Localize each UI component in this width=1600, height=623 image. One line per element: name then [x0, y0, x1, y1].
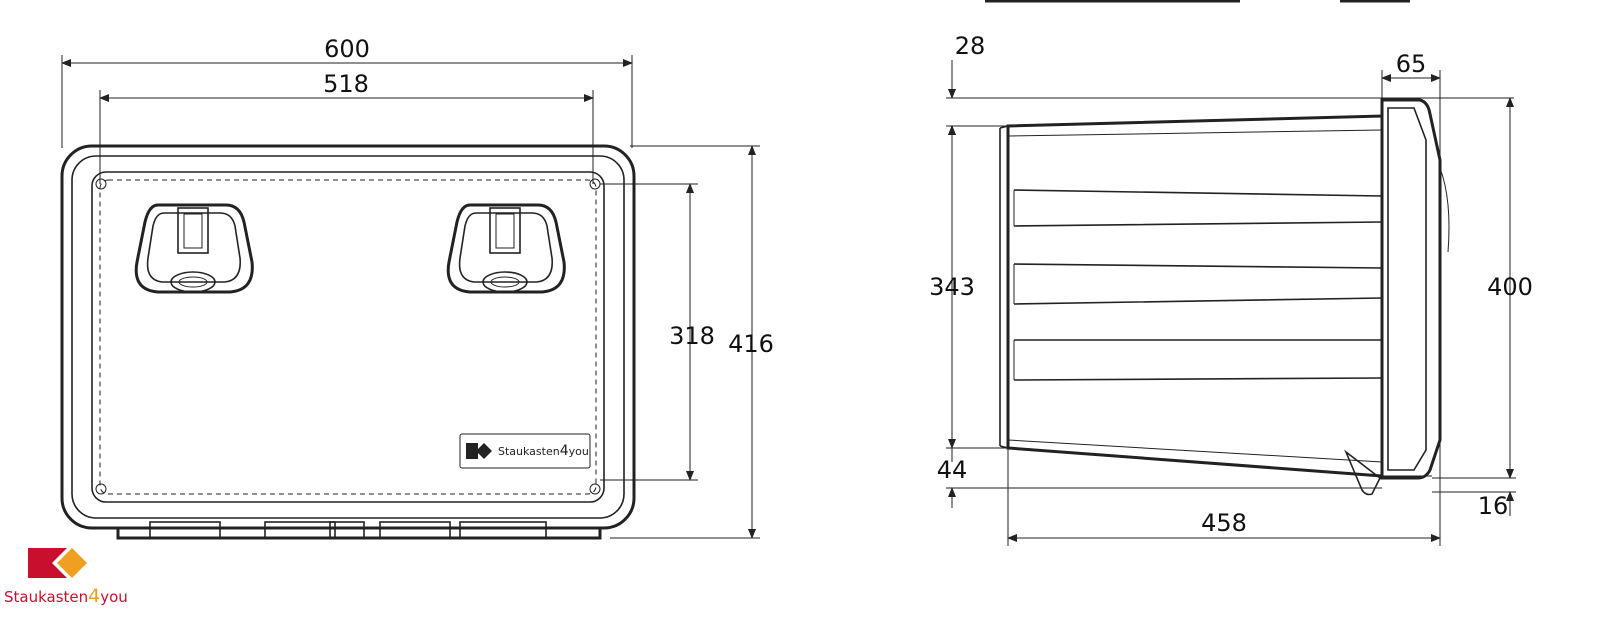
box-lid-side [1380, 98, 1450, 480]
box-outer-frame [60, 144, 636, 530]
door-panel [91, 171, 605, 503]
support-foot [1344, 449, 1382, 496]
door-seam [99, 179, 597, 495]
door-label-brand: Staukasten [498, 445, 560, 458]
dim-label-65: 65 [1396, 50, 1427, 78]
brand-logo: Staukasten4you [4, 543, 128, 607]
dim-line-16 [1432, 491, 1516, 516]
dim-label-400: 400 [1487, 273, 1533, 301]
lock-handle-right [446, 203, 566, 294]
dim-line-416 [610, 145, 760, 539]
svg-text:Staukasten4you: Staukasten4you [498, 443, 589, 459]
keyhole-icon [170, 271, 216, 293]
logo-suffix: you [100, 588, 128, 606]
dim-line-600 [61, 55, 633, 148]
body-ribs [1007, 129, 1383, 463]
door-label-number: 4 [560, 443, 569, 459]
door-corner-screw [95, 178, 107, 190]
svg-text:Staukasten4you: Staukasten4you [4, 585, 128, 607]
logo-brand: Staukasten [4, 588, 88, 606]
box-body-side [1006, 114, 1384, 478]
dim-line-318 [600, 183, 698, 481]
dim-label-458: 458 [1201, 509, 1247, 537]
dim-line-343 [946, 125, 1008, 449]
side-view: 28 343 44 65 400 [929, 0, 1533, 546]
door-label-suffix: you [569, 445, 589, 458]
keyhole-icon [482, 271, 528, 293]
dim-label-416: 416 [728, 330, 774, 358]
brand-mark-icon [466, 443, 478, 459]
dim-label-318: 318 [669, 322, 715, 350]
dim-label-16: 16 [1478, 492, 1509, 520]
dim-line-400 [1432, 97, 1516, 479]
logo-red-shape [28, 548, 68, 578]
dim-label-44: 44 [937, 456, 968, 484]
door-brand-label: Staukasten4you [459, 433, 591, 469]
door-corner-screw [95, 483, 107, 495]
door-corner-screw [589, 483, 601, 495]
front-view: Staukasten4you 600 518 [60, 35, 774, 540]
lock-handle-left [134, 203, 254, 294]
box-inner-frame [71, 155, 625, 519]
logo-number: 4 [88, 585, 100, 607]
dim-line-65 [1381, 70, 1441, 160]
dim-line-518 [99, 90, 594, 184]
dim-label-343: 343 [929, 273, 975, 301]
dim-label-600: 600 [324, 35, 370, 63]
dim-line-44 [946, 448, 1382, 508]
dim-label-28: 28 [955, 32, 986, 60]
dim-line-458 [1007, 440, 1441, 546]
bottom-bracket [116, 521, 602, 540]
dim-label-518: 518 [323, 70, 369, 98]
dim-line-28 [946, 60, 1514, 146]
